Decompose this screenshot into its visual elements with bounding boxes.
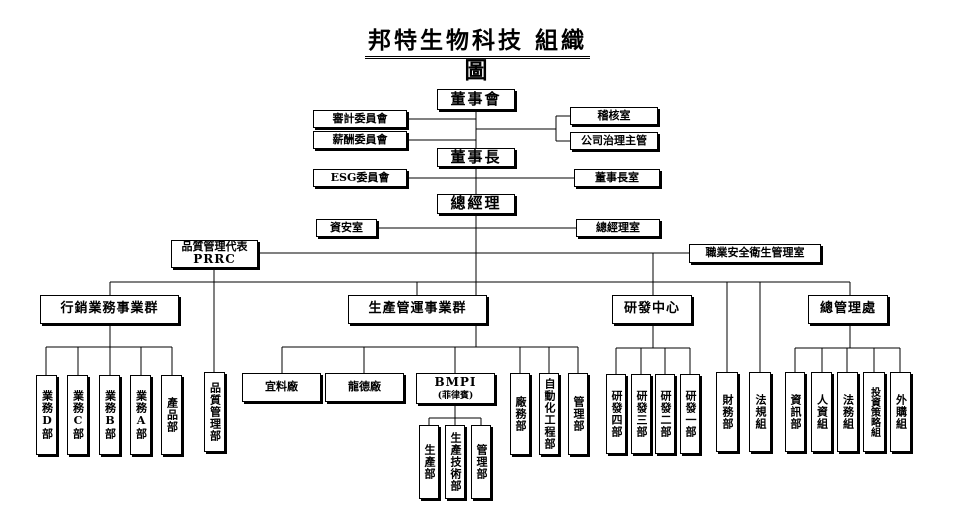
bmpi-sub: (菲律賓) [437,390,474,401]
prrc-label: 品質管理代表 [181,239,248,253]
product-dept-node: 產品部 [161,375,182,455]
it-dept-node: 資訊部 [785,372,805,452]
legal-affairs-node: 法務組 [837,372,858,452]
bmpi-production-node: 生產部 [419,425,439,499]
audit-committee-node: 審計委員會 [313,110,407,128]
automation-node: 自動化工程部 [539,373,559,455]
hr-section-node: 人資組 [811,372,832,452]
production-group-node: 生產管運事業群 [348,295,487,324]
title-underline-second [365,58,590,59]
sales-b-node: 業務B部 [99,375,120,455]
bmpi-name: BMPI [434,374,477,389]
chairman-office-node: 董事長室 [574,169,660,187]
info-security-node: 資安室 [316,219,377,237]
sales-c-node: 業務C部 [67,375,88,455]
legal-section-node: 法規組 [749,372,771,452]
prrc-code: PRRC [193,252,236,267]
board-node: 董事會 [437,89,515,110]
bmpi-node: BMPI (菲律賓) [416,373,495,404]
plant-affairs-node: 廠務部 [510,373,530,455]
esg-committee-node: ESG委員會 [313,169,407,187]
corporate-governance-node: 公司治理主管 [570,132,658,150]
general-admin-node: 總管理處 [808,295,888,324]
prrc-node: 品質管理代表 PRRC [171,240,258,268]
page-title: 邦特生物科技 組織圖 [367,27,587,84]
internal-audit-node: 稽核室 [570,107,658,125]
sales-group-node: 行銷業務事業群 [40,295,179,324]
sales-d-node: 業務D部 [36,375,57,455]
remuneration-committee-node: 薪酬委員會 [313,131,407,149]
rd-3-node: 研發三部 [631,374,651,454]
bmpi-management-node: 管理部 [471,425,491,499]
bmpi-tech-node: 生產技術部 [445,425,465,499]
rd-2-node: 研發二部 [655,374,675,454]
president-node: 總經理 [437,194,515,214]
title-underline [365,56,590,57]
occupational-safety-node: 職業安全衛生管理室 [689,244,821,263]
yilan-plant-node: 宜料廠 [242,373,321,402]
sales-a-node: 業務A部 [130,375,151,455]
quality-dept-node: 品質管理部 [204,372,225,452]
procurement-node: 外購組 [890,372,911,452]
president-office-node: 總經理室 [576,219,660,237]
rd-1-node: 研發一部 [680,374,700,454]
rd-center-node: 研發中心 [612,295,692,324]
rd-4-node: 研發四部 [606,374,626,454]
production-management-node: 管理部 [568,373,588,455]
investment-strategy-node: 投資策略組 [863,372,885,452]
finance-node: 財務部 [716,372,738,452]
longde-plant-node: 龍德廠 [325,373,404,402]
chairman-node: 董事長 [437,148,515,167]
